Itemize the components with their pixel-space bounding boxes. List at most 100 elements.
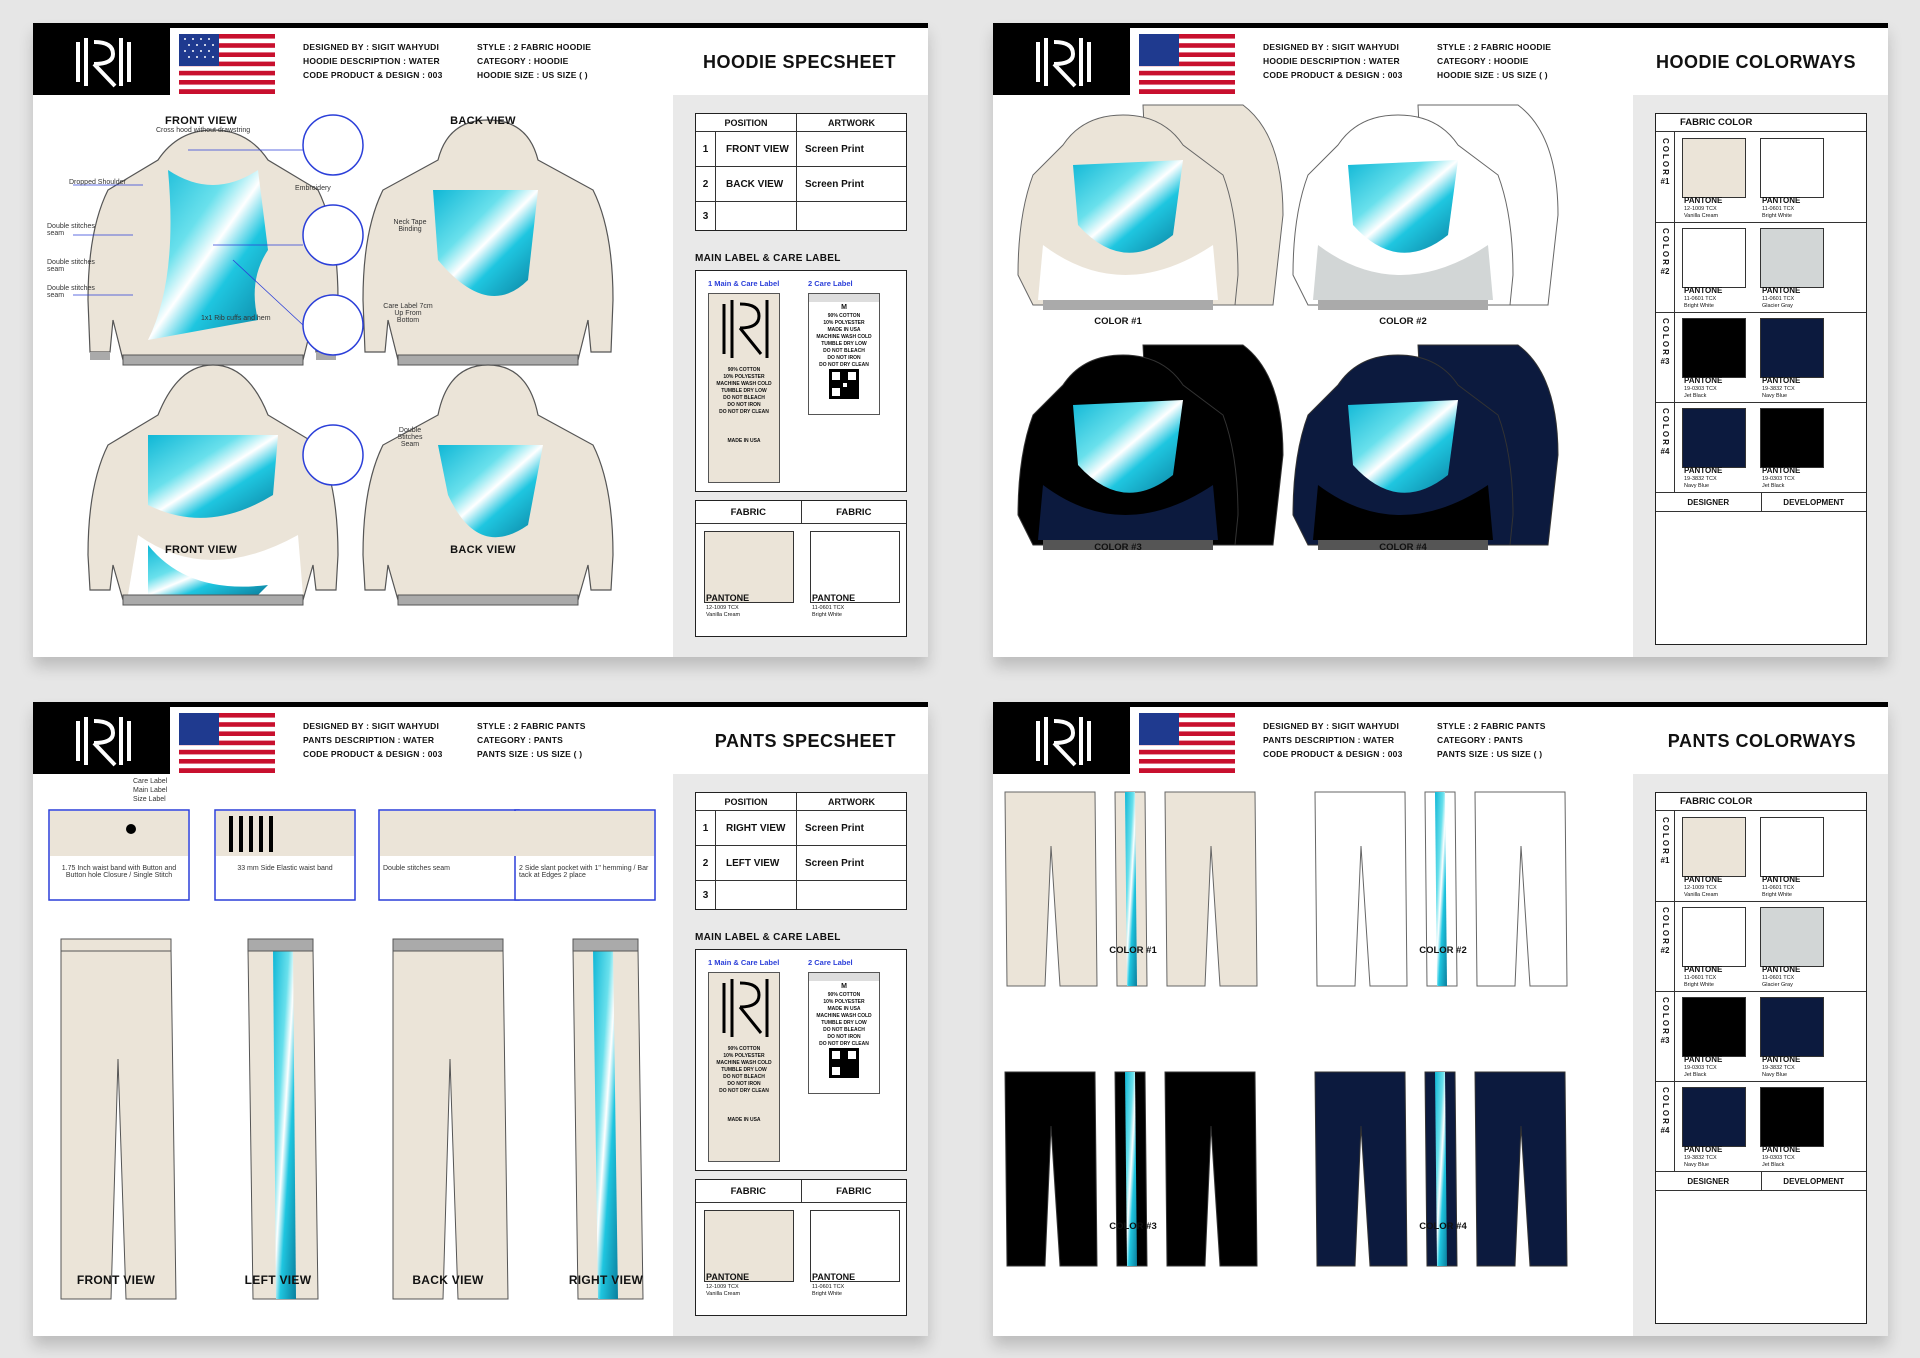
pants-colorways: DESIGNED BY : SIGIT WAHYUDI PANTS DESCRI… bbox=[993, 702, 1888, 1336]
code: 12-1009 TCX bbox=[1684, 206, 1717, 212]
main-tag-title: 1 Main & Care Label bbox=[708, 958, 780, 967]
care-line: 90% COTTON bbox=[727, 367, 761, 373]
pantone: PANTONE bbox=[1762, 875, 1801, 884]
note: Double stitches seam bbox=[47, 259, 95, 273]
swatch bbox=[1682, 138, 1746, 198]
colorway-label: COLOR #4 bbox=[1379, 542, 1427, 553]
pantone: PANTONE bbox=[1762, 376, 1801, 385]
size: HOODIE SIZE : US SIZE ( ) bbox=[477, 70, 588, 80]
label-section-title: MAIN LABEL & CARE LABEL bbox=[695, 253, 841, 264]
care-tag-title: 2 Care Label bbox=[808, 279, 853, 288]
pantone: PANTONE bbox=[706, 1272, 750, 1282]
category: CATEGORY : PANTS bbox=[1437, 735, 1524, 745]
care-line: TUMBLE DRY LOW bbox=[821, 1020, 867, 1026]
swatch bbox=[1760, 138, 1824, 198]
pants-specsheet: DESIGNED BY : SIGIT WAHYUDI PANTS DESCRI… bbox=[33, 702, 928, 1336]
us-flag-icon bbox=[179, 34, 275, 94]
care-line: DO NOT BLEACH bbox=[823, 348, 865, 354]
name: Bright White bbox=[1762, 892, 1792, 898]
care-line: DO NOT BLEACH bbox=[723, 395, 765, 401]
care-line: DO NOT DRY CLEAN bbox=[719, 409, 769, 415]
row-pos: LEFT VIEW bbox=[716, 846, 797, 880]
product-code: CODE PRODUCT & DESIGN : 003 bbox=[303, 70, 443, 80]
sheet-header: DESIGNED BY : SIGIT WAHYUDI HOODIE DESCR… bbox=[993, 23, 1888, 95]
color-side: COLOR#1 bbox=[1656, 811, 1675, 901]
note: Embroidery bbox=[295, 185, 331, 192]
swatch bbox=[1682, 318, 1746, 378]
care-label: M 90% COTTON 10% POLYESTER MADE IN USA M… bbox=[808, 972, 880, 1094]
view-label: FRONT VIEW bbox=[164, 115, 238, 127]
us-flag-icon bbox=[1139, 713, 1235, 773]
view-label: FRONT VIEW bbox=[164, 544, 238, 556]
row-num: 3 bbox=[696, 202, 716, 230]
code: 19-0303 TCX bbox=[1762, 1155, 1795, 1161]
note: Dropped Shoulder bbox=[69, 179, 126, 186]
description: PANTS DESCRIPTION : WATER bbox=[1263, 735, 1395, 745]
designed-by: DESIGNED BY : SIGIT WAHYUDI bbox=[1263, 42, 1400, 52]
side-text: COLOR bbox=[1661, 138, 1670, 177]
name: Jet Black bbox=[1762, 483, 1785, 489]
pantone: PANTONE bbox=[1684, 1145, 1723, 1154]
care-line: 10% POLYESTER bbox=[823, 320, 865, 326]
side-num: #2 bbox=[1660, 266, 1670, 276]
color-side: COLOR#3 bbox=[1656, 312, 1675, 402]
color-side: COLOR#4 bbox=[1656, 402, 1675, 492]
name: Bright White bbox=[812, 612, 842, 618]
size: PANTS SIZE : US SIZE ( ) bbox=[1437, 749, 1543, 759]
name: Navy Blue bbox=[1684, 483, 1710, 489]
name: Glacier Gray bbox=[1762, 982, 1793, 988]
code: 12-1009 TCX bbox=[1684, 885, 1717, 891]
fabric-color-title: FABRIC COLOR bbox=[1656, 793, 1866, 811]
code: 19-3832 TCX bbox=[1762, 386, 1795, 392]
brand-logo bbox=[33, 707, 170, 774]
label-section-title: MAIN LABEL & CARE LABEL bbox=[695, 932, 841, 943]
care-line: MACHINE WASH COLD bbox=[716, 381, 772, 387]
pantone: PANTONE bbox=[1684, 286, 1723, 295]
colorway-3 bbox=[1017, 344, 1284, 550]
meta-right: STYLE : 2 FABRIC HOODIE CATEGORY : HOODI… bbox=[1437, 40, 1551, 82]
care-line: 90% COTTON bbox=[727, 1046, 761, 1052]
pantone: PANTONE bbox=[812, 1272, 856, 1282]
code: 11-0601 TCX bbox=[1684, 975, 1717, 981]
row-num: 1 bbox=[696, 811, 716, 845]
table-header: POSITION ARTWORK bbox=[696, 114, 906, 132]
pantone: PANTONE bbox=[706, 593, 750, 603]
name: Vanilla Cream bbox=[706, 612, 741, 618]
style: STYLE : 2 FABRIC PANTS bbox=[477, 721, 586, 731]
name: Vanilla Cream bbox=[706, 1291, 741, 1297]
pantone: PANTONE bbox=[1762, 965, 1801, 974]
col-artwork: ARTWORK bbox=[828, 796, 875, 807]
pants-left bbox=[247, 938, 319, 1300]
row-num: 1 bbox=[696, 132, 716, 166]
swatch bbox=[1760, 817, 1824, 877]
code: 11-0601 TCX bbox=[1762, 885, 1795, 891]
care-line: 90% COTTON bbox=[827, 992, 861, 998]
note: Double stitches seam bbox=[47, 223, 95, 237]
swatch bbox=[1682, 408, 1746, 468]
category: CATEGORY : PANTS bbox=[477, 735, 564, 745]
colorway-label: COLOR #3 bbox=[1094, 542, 1142, 553]
note: Care Label 7cm Up From Bottom bbox=[383, 303, 433, 324]
view-label: LEFT VIEW bbox=[244, 1273, 312, 1287]
side-num: #1 bbox=[1660, 176, 1670, 186]
description: HOODIE DESCRIPTION : WATER bbox=[1263, 56, 1400, 66]
table-row: 3 bbox=[696, 202, 906, 230]
fabric-swatch bbox=[704, 1210, 794, 1282]
fabric-head: FABRIC bbox=[836, 1185, 872, 1197]
brand-logo bbox=[33, 28, 170, 95]
note: Double stitches seam bbox=[383, 865, 450, 872]
pantone: PANTONE bbox=[1684, 1055, 1723, 1064]
name: Navy Blue bbox=[1762, 393, 1788, 399]
meta-left: DESIGNED BY : SIGIT WAHYUDI HOODIE DESCR… bbox=[303, 40, 443, 82]
sheet-title: PANTS SPECSHEET bbox=[714, 731, 896, 751]
